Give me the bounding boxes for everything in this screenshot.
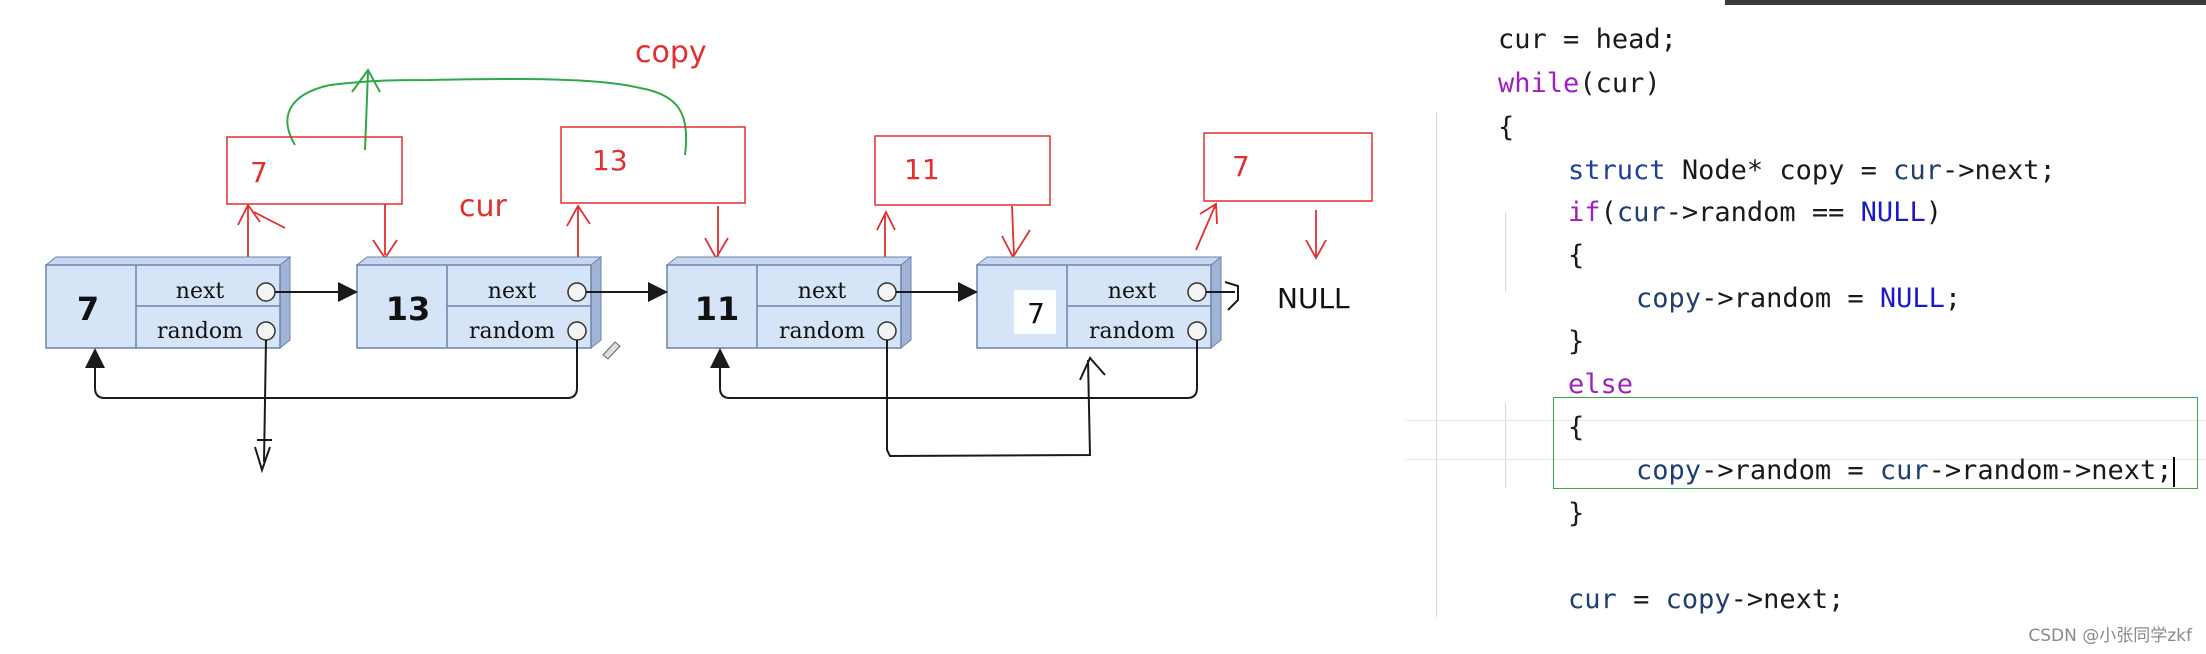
- copy-node-4: 7: [1203, 132, 1373, 202]
- node-random-label: random: [469, 319, 555, 344]
- node-random-label: random: [779, 319, 865, 344]
- code-text: =: [1616, 584, 1666, 615]
- code-editor-top-edge: [1725, 0, 2206, 5]
- code-text: cur = head;: [1498, 24, 1677, 55]
- code-line-inner-close-1: }: [1503, 294, 1584, 390]
- code-var: copy: [1665, 584, 1731, 615]
- code-line-while: while(cur): [1433, 36, 1661, 132]
- code-line-brace-open: {: [1433, 80, 1514, 176]
- code-line-random-next: copy->random = cur->random->next;: [1571, 423, 2175, 519]
- node-next-label: next: [176, 279, 225, 304]
- code-text: ->next;: [1941, 155, 2056, 186]
- code-keyword: if: [1568, 197, 1601, 228]
- code-keyword: while: [1498, 68, 1580, 99]
- copy-node-value: 7: [1232, 150, 1250, 183]
- code-text: {: [1498, 112, 1515, 143]
- code-macro: NULL: [1879, 283, 1945, 314]
- copy-node-3: 11: [874, 135, 1051, 206]
- code-text: ->random ==: [1665, 197, 1861, 228]
- list-node-3: 11 next random: [665, 255, 913, 350]
- code-line-struct: struct Node* copy = cur->next;: [1503, 123, 2056, 219]
- node-value: 13: [386, 290, 431, 328]
- code-text: ->next;: [1730, 584, 1845, 615]
- code-text: ->random =: [1701, 455, 1880, 486]
- code-text: ;: [1944, 283, 1962, 314]
- code-text: }: [1568, 498, 1585, 529]
- node-next-label: next: [1108, 279, 1157, 304]
- list-node-4: 7 next random: [975, 255, 1223, 350]
- current-line-highlight: [1405, 420, 2206, 460]
- node-value: 11: [695, 290, 740, 328]
- linked-list-diagram: copy cur 7 13 11 7 7 next random: [44, 35, 1373, 474]
- code-editor: cur = head; while(cur) { struct Node* co…: [1405, 0, 2206, 654]
- code-keyword: struct: [1568, 155, 1666, 186]
- code-var: cur: [1616, 197, 1666, 228]
- node-random-label: random: [1089, 319, 1175, 344]
- selection-rectangle: [1553, 397, 2198, 489]
- code-text: ->random =: [1701, 283, 1880, 314]
- watermark: CSDN @小张同学zkf: [2028, 626, 2192, 646]
- code-text: Node* copy =: [1665, 155, 1894, 186]
- code-var: cur: [1893, 155, 1942, 186]
- code-text: }: [1568, 326, 1585, 357]
- copy-node-value: 11: [904, 153, 940, 186]
- copy-node-value: 13: [592, 144, 628, 177]
- code-line-random-null: copy->random = NULL;: [1571, 251, 1961, 347]
- node-random-label: random: [157, 319, 243, 344]
- indent-guide: [1436, 112, 1437, 617]
- code-var: copy: [1636, 283, 1702, 314]
- code-var: cur: [1568, 584, 1617, 615]
- node-next-label: next: [798, 279, 847, 304]
- cur-annotation: cur: [459, 189, 508, 224]
- code-line-inner-open-1: {: [1503, 208, 1584, 304]
- copy-green-curve: [286, 77, 688, 156]
- copy-annotation: copy: [635, 35, 707, 70]
- node-value: 7: [1027, 297, 1045, 330]
- code-line-0: cur = head;: [1433, 0, 1677, 88]
- code-line-inner-close-2: }: [1503, 466, 1584, 562]
- code-var: copy: [1636, 455, 1702, 486]
- code-text: ): [1925, 197, 1942, 228]
- code-text: (cur): [1579, 68, 1661, 99]
- node-next-label: next: [488, 279, 537, 304]
- copy-node-value: 7: [250, 156, 268, 189]
- next-arrows: [275, 281, 1239, 311]
- indent-guide: [1505, 212, 1506, 292]
- code-line-advance: cur = copy->next;: [1503, 552, 1844, 648]
- indent-guide: [1505, 403, 1506, 488]
- code-macro: NULL: [1860, 197, 1926, 228]
- random-arrows: [85, 339, 1198, 474]
- copy-node-2: 13: [560, 126, 746, 204]
- code-text: (: [1600, 197, 1617, 228]
- code-text: ->random->next;: [1928, 455, 2173, 486]
- code-keyword: else: [1568, 369, 1634, 400]
- code-line-inner-open-2: {: [1503, 380, 1584, 476]
- code-line-if: if(cur->random == NULL): [1503, 165, 1942, 261]
- node-value: 7: [77, 290, 99, 328]
- code-var: cur: [1879, 455, 1929, 486]
- code-text: {: [1568, 240, 1585, 271]
- null-label: NULL: [1277, 282, 1350, 315]
- list-node-1: 7 next random: [44, 255, 292, 350]
- list-node-2: 13 next random: [355, 255, 603, 350]
- pencil-cursor-icon: [602, 341, 621, 360]
- code-line-else: else: [1503, 337, 1633, 433]
- code-text: {: [1568, 412, 1585, 443]
- copy-node-1: 7: [226, 136, 403, 205]
- red-link-arrows: [237, 202, 1327, 262]
- text-cursor: [2172, 456, 2175, 487]
